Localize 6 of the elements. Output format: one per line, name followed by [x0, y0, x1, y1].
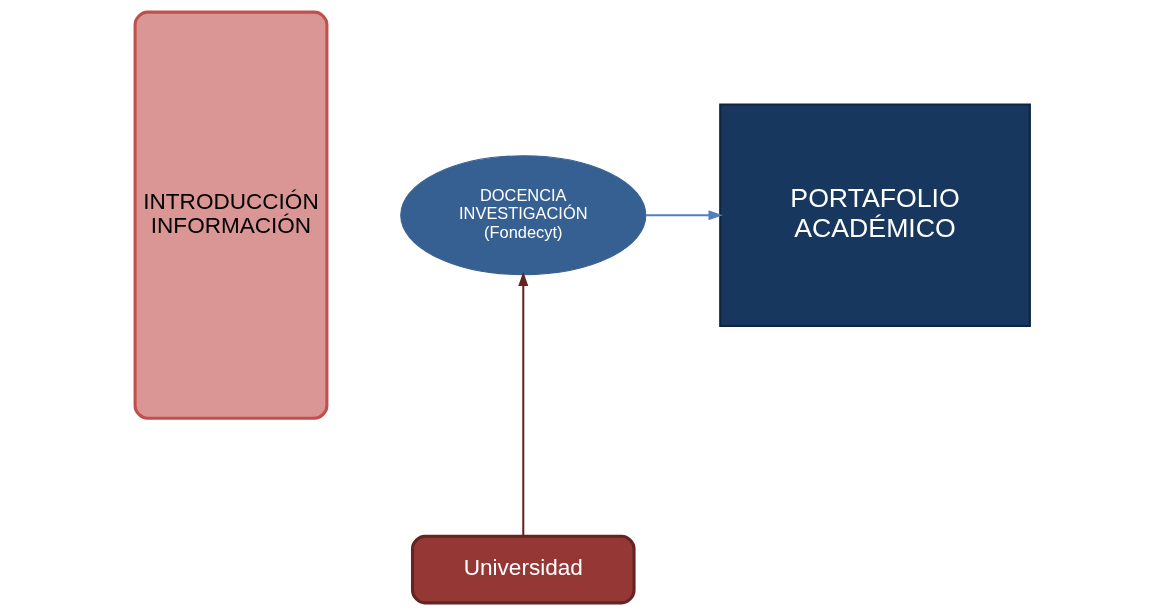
- node-ellipse: DOCENCIA INVESTIGACIÓN (Fondecyt): [400, 155, 647, 276]
- node-box: PORTAFOLIO ACADÉMICO: [719, 103, 1031, 327]
- node-box: Universidad: [410, 534, 636, 605]
- arrow: [645, 210, 723, 221]
- arrow: [518, 271, 529, 536]
- node-box: INTRODUCCIÓN INFORMACIÓN: [133, 10, 329, 420]
